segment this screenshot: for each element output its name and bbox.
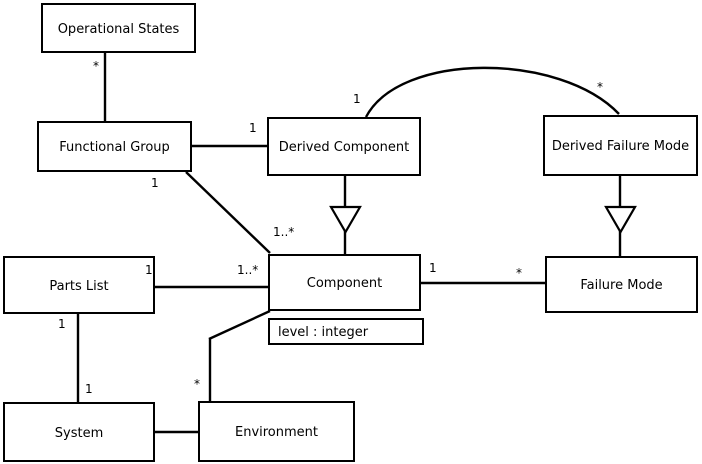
multiplicity-label-parts-list-component-target: 1..*: [237, 263, 259, 277]
class-box-functional-group[interactable]: Functional Group: [37, 121, 192, 172]
class-box-derived-component[interactable]: Derived Component: [267, 117, 421, 176]
class-name-environment: Environment: [234, 425, 318, 440]
class-box-system[interactable]: System: [3, 402, 155, 462]
class-box-derived-failure-mode[interactable]: Derived Failure Mode: [543, 115, 698, 176]
multiplicity-label-parts-list-component-source: 1: [145, 263, 153, 277]
assoc-environment-component-diagonal: [208, 309, 271, 341]
multiplicity-label-parts-list-system-source: 1: [58, 317, 66, 331]
multiplicity-label-functional-group-derived-component: 1: [249, 121, 257, 135]
class-name-derived-failure-mode: Derived Failure Mode: [551, 139, 690, 154]
class-attribute-component-level: level : integer: [278, 325, 369, 340]
multiplicity-label-component-failure-mode-target: *: [516, 266, 522, 280]
multiplicity-label-parts-list-system-target: 1: [85, 382, 93, 396]
class-name-component: Component: [306, 276, 383, 291]
class-box-operational-states[interactable]: Operational States: [41, 3, 196, 53]
class-box-failure-mode[interactable]: Failure Mode: [545, 256, 698, 313]
class-box-parts-list[interactable]: Parts List: [3, 256, 155, 314]
class-name-system: System: [54, 426, 104, 441]
class-box-component[interactable]: Component: [268, 254, 421, 311]
multiplicity-label-component-failure-mode-source: 1: [429, 261, 437, 275]
assoc-derived-component-derived-failure-mode: [364, 66, 620, 118]
multiplicity-label-environment-component: *: [194, 377, 200, 391]
class-name-operational-states: Operational States: [57, 22, 180, 37]
class-name-parts-list: Parts List: [49, 279, 109, 294]
multiplicity-label-operational-states: *: [93, 59, 99, 73]
multiplicity-label-arc-derived-failure-mode: *: [597, 80, 603, 94]
class-box-environment[interactable]: Environment: [198, 401, 355, 462]
multiplicity-label-functional-group-component-source: 1: [151, 176, 159, 190]
inheritance-triangle-icon-component: [329, 205, 362, 235]
multiplicity-label-functional-group-component-target: 1..*: [273, 225, 295, 239]
assoc-functional-group-component: [185, 171, 271, 254]
class-name-failure-mode: Failure Mode: [580, 278, 663, 293]
class-name-functional-group: Functional Group: [59, 140, 170, 155]
class-name-derived-component: Derived Component: [278, 140, 410, 155]
class-attributes-compartment-component: level : integer: [268, 318, 424, 345]
inheritance-triangle-icon-failure-mode: [604, 205, 637, 235]
multiplicity-label-arc-derived-component: 1: [353, 92, 361, 106]
